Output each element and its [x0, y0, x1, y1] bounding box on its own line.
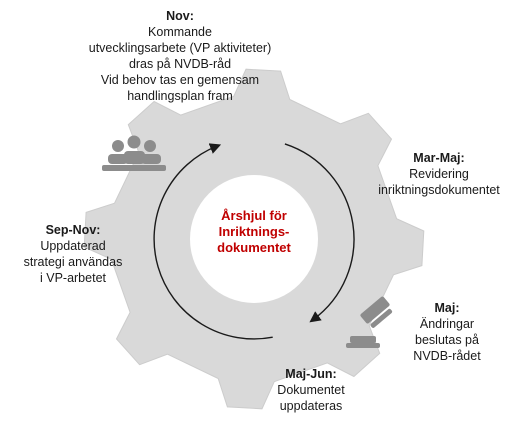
center-title-line: Årshjul för	[221, 208, 287, 223]
people-group-icon	[102, 135, 166, 171]
label-nov: Nov: Kommande utvecklingsarbete (VP akti…	[70, 8, 290, 104]
label-maj-jun-head: Maj-Jun:	[285, 367, 337, 381]
label-maj-head: Maj:	[434, 301, 460, 315]
label-maj-line: NVDB-rådet	[413, 349, 481, 363]
center-title: Årshjul för Inriktnings- dokumentet	[196, 208, 312, 256]
label-nov-line: Kommande	[148, 25, 212, 39]
label-mar-maj-line: Revidering	[409, 167, 469, 181]
label-nov-line: Vid behov tas en gemensam	[100, 73, 260, 87]
label-sep-nov-head: Sep-Nov:	[45, 223, 101, 237]
label-mar-maj-line: inriktningsdokumentet	[378, 183, 500, 197]
label-nov-line: dras på NVDB-råd	[128, 57, 232, 71]
label-sep-nov-line: strategi användas	[23, 255, 123, 269]
label-sep-nov: Sep-Nov: Uppdaterad strategi användas i …	[14, 222, 132, 286]
label-sep-nov-line: i VP-arbetet	[39, 271, 106, 285]
label-maj-line: Ändringar	[419, 317, 475, 331]
cycle-arrow	[153, 143, 273, 340]
center-circle	[190, 175, 318, 303]
cycle-arrow	[284, 143, 355, 323]
label-maj-jun-line: uppdateras	[279, 399, 343, 413]
label-maj-jun: Maj-Jun: Dokumentet uppdateras	[258, 366, 364, 414]
label-mar-maj-head: Mar-Maj:	[413, 151, 465, 165]
label-nov-head: Nov:	[166, 9, 194, 23]
label-mar-maj: Mar-Maj: Revidering inriktningsdokumente…	[374, 150, 504, 198]
label-nov-line: handlingsplan fram	[127, 89, 233, 103]
label-maj-jun-line: Dokumentet	[277, 383, 345, 397]
label-nov-line: utvecklingsarbete (VP aktiviteter)	[88, 41, 272, 55]
label-maj-line: beslutas på	[415, 333, 479, 347]
gavel-icon	[346, 296, 393, 348]
label-maj: Maj: Ändringar beslutas på NVDB-rådet	[396, 300, 498, 364]
label-sep-nov-line: Uppdaterad	[40, 239, 106, 253]
center-title-line: Inriktnings-	[218, 224, 290, 239]
center-title-line: dokumentet	[217, 240, 291, 255]
